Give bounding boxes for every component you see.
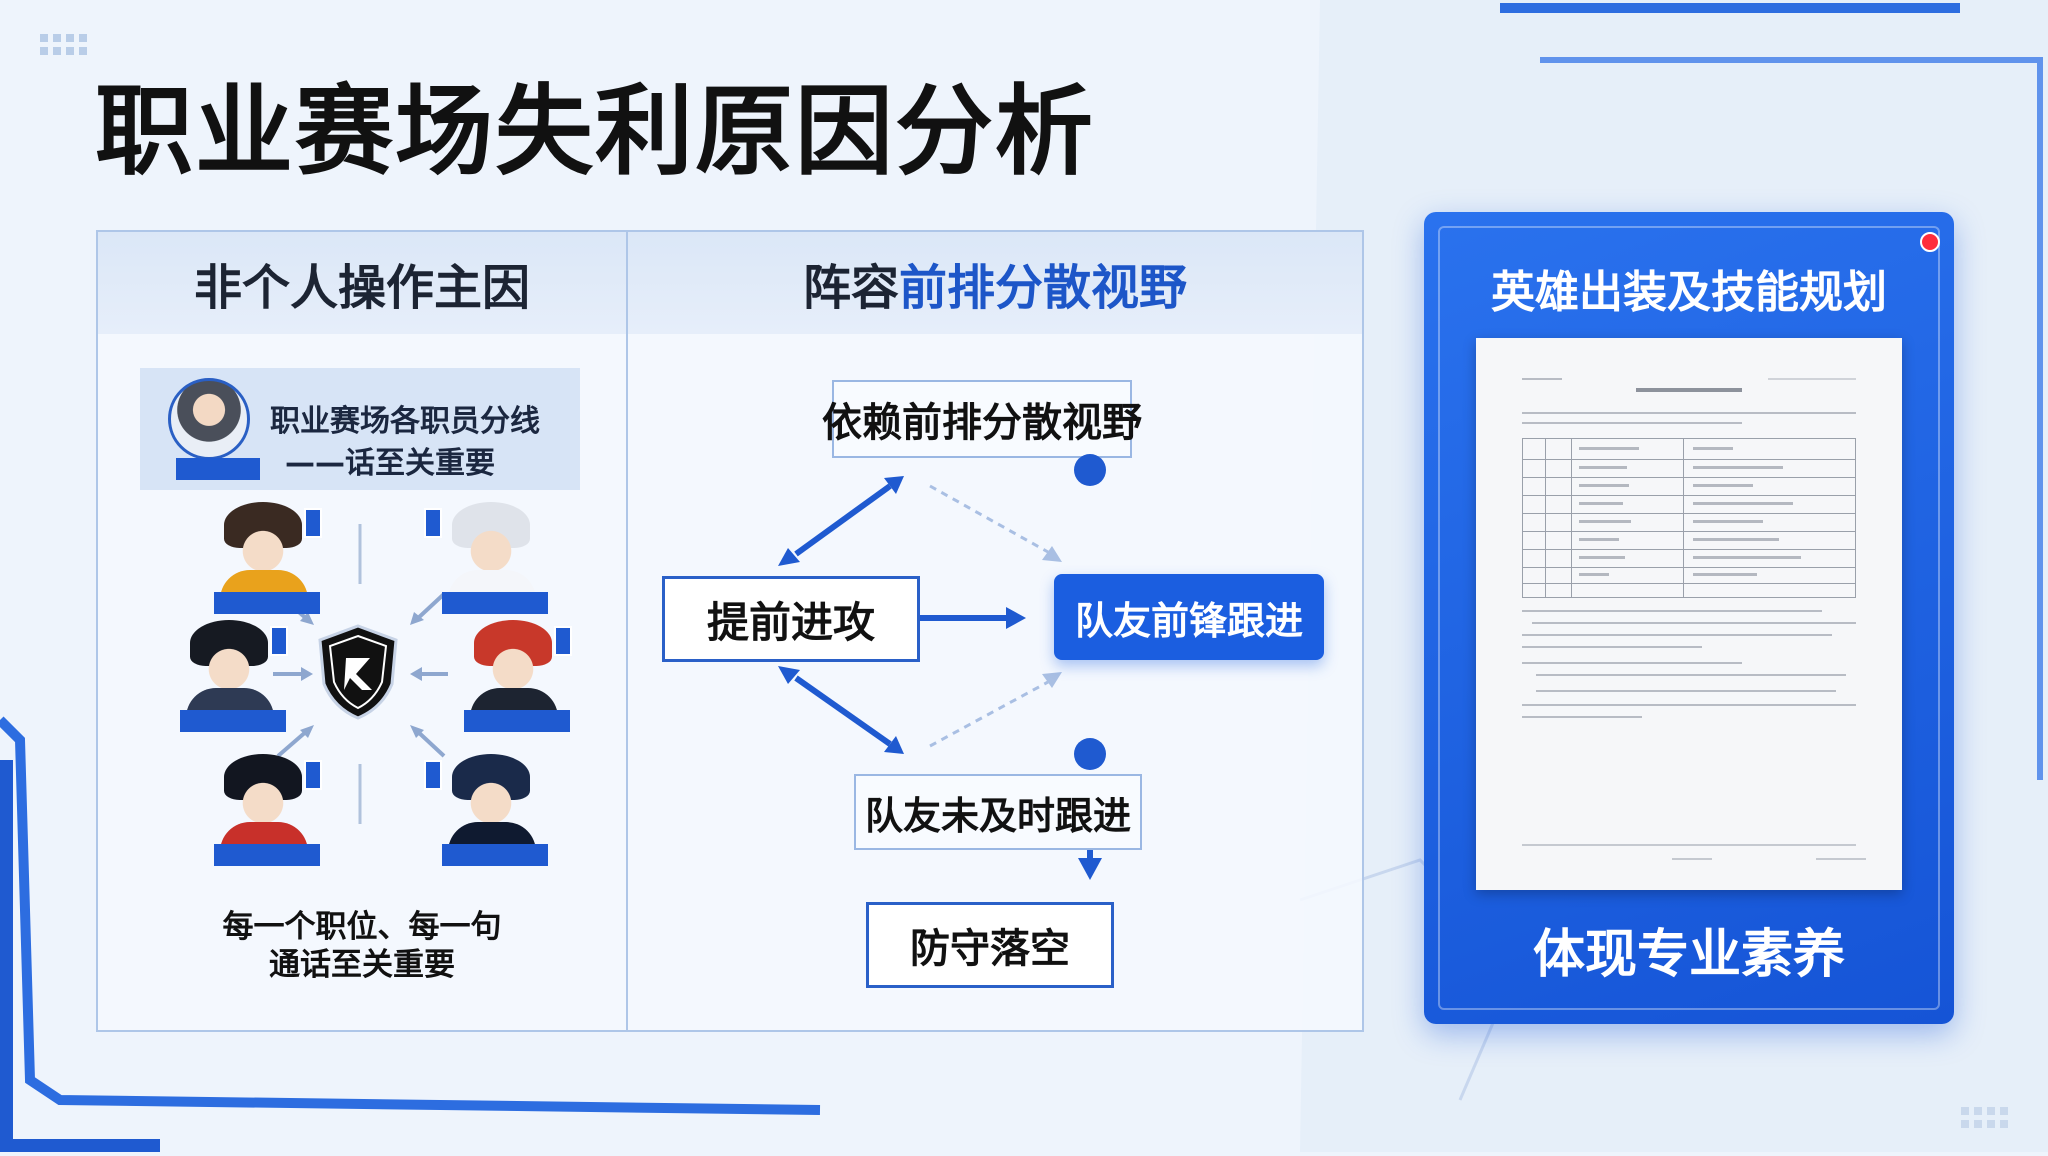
- card-bottom-text: 体现专业素养: [1532, 925, 1845, 985]
- analysis-panel: 非个人操作主因 职业赛场各职员分线 ——话至关重要: [96, 230, 1364, 1032]
- team-caption-line-1: 每一个职位、每一句: [222, 909, 502, 945]
- flow-dot-bottom: [1074, 738, 1106, 770]
- flow-node-result: 防守落空: [866, 902, 1114, 988]
- coach-name-tag: [176, 458, 260, 480]
- flow-node-bottom: 队友未及时跟进: [854, 774, 1142, 850]
- left-column: 非个人操作主因 职业赛场各职员分线 ——话至关重要: [98, 232, 628, 1030]
- quote-line-1: 职业赛场各职员分线: [270, 404, 540, 439]
- right-header-highlight: 前排分散视野: [899, 260, 1188, 316]
- left-column-header: 非个人操作主因: [98, 232, 626, 334]
- build-plan-card: 英雄出装及技能规划 体: [1424, 212, 1954, 1024]
- flow-node-left: 提前进攻: [662, 576, 920, 662]
- right-column-header: 阵容前排分散视野: [628, 232, 1362, 334]
- page-title: 职业赛场失利原因分析: [95, 75, 1096, 189]
- player-avatar-icon: [176, 620, 288, 732]
- card-border: [1438, 226, 1940, 1010]
- flow-node-right: 队友前锋跟进: [1054, 574, 1324, 660]
- player-avatar-icon: [460, 620, 572, 732]
- shield-emblem-icon: [318, 624, 398, 720]
- document-icon: [1476, 338, 1902, 890]
- corner-dots-decoration-bottom: [1961, 1107, 2008, 1128]
- team-diagram: [98, 494, 628, 874]
- player-avatar-icon: [424, 754, 548, 866]
- right-header-normal: 阵容: [802, 260, 899, 316]
- quote-card: 职业赛场各职员分线 ——话至关重要: [140, 368, 580, 490]
- alert-dot-icon: [1920, 232, 1940, 252]
- coach-avatar-icon: [168, 378, 250, 460]
- team-caption-line-2: 通话至关重要: [269, 947, 455, 983]
- player-avatar-icon: [210, 754, 322, 866]
- corner-dots-decoration: [40, 34, 87, 55]
- right-column: 阵容前排分散视野 依赖前排分散视野 提前进攻 队友前锋跟进 队友未及时跟进 防守…: [628, 232, 1362, 1030]
- flow-node-top: 依赖前排分散视野: [822, 380, 1142, 458]
- player-avatar-icon: [210, 502, 322, 614]
- document-table: [1522, 438, 1856, 598]
- flow-arrows: [778, 476, 1102, 880]
- team-caption: 每一个职位、每一句 通话至关重要: [98, 908, 626, 984]
- player-avatar-icon: [424, 502, 548, 614]
- card-title: 英雄出装及技能规划: [1491, 267, 1887, 318]
- flow-dot-top: [1074, 454, 1106, 486]
- quote-line-2: ——话至关重要: [285, 446, 495, 481]
